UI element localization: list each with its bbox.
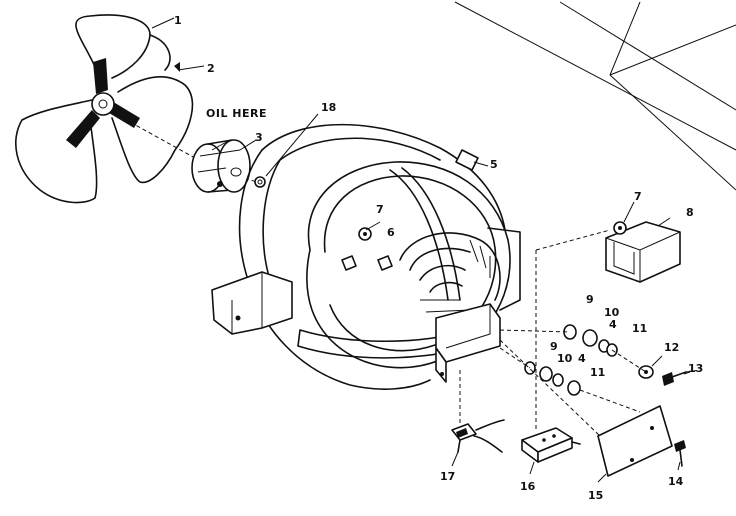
mounting-plate [597, 405, 673, 477]
label-part-17: 17 [440, 470, 455, 483]
label-part-6: 6 [387, 226, 395, 239]
label-part-15: 15 [588, 489, 603, 502]
washer [254, 176, 266, 188]
box-cover [605, 221, 681, 283]
label-part-10-upper: 10 [604, 306, 620, 319]
label-part-14: 14 [668, 475, 684, 488]
label-part-9-upper: 9 [586, 293, 594, 306]
label-part-4-upper: 4 [609, 318, 617, 331]
label-part-9-lower: 9 [550, 340, 558, 353]
blower-wheel [389, 167, 501, 313]
terminal-block [521, 427, 581, 463]
label-part-3: 3 [255, 131, 263, 144]
label-part-18: 18 [321, 101, 336, 114]
label-part-8: 8 [686, 206, 694, 219]
screw-13 [662, 371, 687, 386]
control-bracket [435, 303, 501, 383]
label-part-4-lower: 4 [578, 352, 586, 365]
label-part-1: 1 [174, 14, 182, 27]
fan-motor [191, 139, 251, 193]
label-part-13: 13 [688, 362, 703, 375]
leader-lines [459, 229, 701, 437]
label-part-10-lower: 10 [557, 352, 573, 365]
label-part-11-upper: 11 [632, 322, 647, 335]
label-part-7-right: 7 [634, 190, 642, 203]
label-leaders [151, 17, 691, 483]
cabinet-outline [454, 1, 736, 191]
label-part-11-lower: 11 [590, 366, 605, 379]
label-part-12: 12 [664, 341, 679, 354]
label-part-5: 5 [490, 158, 498, 171]
fan-shroud [211, 123, 521, 390]
fan-blade [15, 14, 194, 204]
nut-7-right [613, 221, 627, 235]
label-part-16: 16 [520, 480, 536, 493]
oil-here-note: OIL HERE [206, 107, 267, 120]
shaft-line [111, 111, 196, 159]
washer-12 [638, 365, 654, 379]
label-part-7-left: 7 [376, 203, 384, 216]
fastener-stack-lower [524, 361, 581, 396]
switch [451, 419, 505, 453]
fastener-stack-upper [563, 324, 618, 357]
screw-14 [674, 440, 686, 467]
label-part-2: 2 [207, 62, 215, 75]
